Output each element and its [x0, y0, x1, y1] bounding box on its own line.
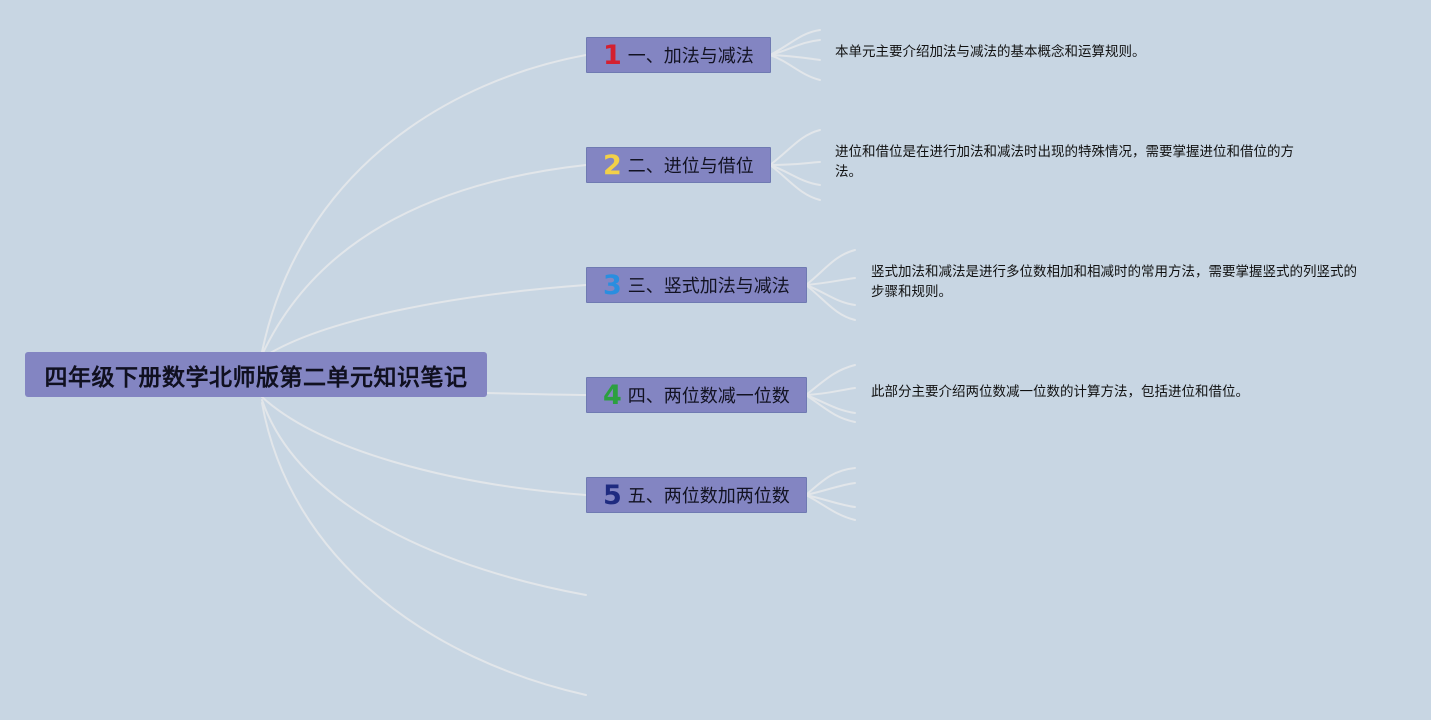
- fan-branch-4: [805, 364, 856, 423]
- number-badge-2: 2: [603, 149, 622, 181]
- number-badge-3: 3: [603, 269, 622, 301]
- fan-branch-1: [769, 29, 821, 81]
- description-2: 进位和借位是在进行加法和减法时出现的特殊情况，需要掌握进位和借位的方法。: [835, 144, 1294, 180]
- branch-label-3: 三、竖式加法与减法: [627, 276, 790, 297]
- branch-node-4[interactable]: 4 四、两位数减一位数: [586, 377, 807, 413]
- fan-branch-3: [805, 249, 856, 321]
- number-badge-1: 1: [603, 39, 622, 71]
- connector-root-empty-6: [261, 399, 587, 596]
- branch-node-1[interactable]: 1 一、加法与减法: [586, 37, 771, 73]
- number-badge-4: 4: [603, 379, 622, 411]
- connector-root-branch-5: [261, 396, 587, 496]
- branch-label-2: 二、进位与借位: [627, 156, 754, 177]
- branch-node-5[interactable]: 5 五、两位数加两位数: [586, 477, 807, 513]
- connector-root-branch-1: [261, 54, 587, 353]
- fan-branch-5: [805, 467, 856, 521]
- connector-root-empty-7: [261, 402, 587, 696]
- description-3: 竖式加法和减法是进行多位数相加和相减时的常用方法，需要掌握竖式的列竖式的步骤和规…: [871, 264, 1357, 300]
- branch-label-1: 一、加法与减法: [627, 46, 754, 67]
- description-4: 此部分主要介绍两位数减一位数的计算方法，包括进位和借位。: [871, 384, 1249, 400]
- branch-node-3[interactable]: 3 三、竖式加法与减法: [586, 267, 807, 303]
- description-1: 本单元主要介绍加法与减法的基本概念和运算规则。: [835, 44, 1146, 60]
- branch-node-2[interactable]: 2 二、进位与借位: [586, 147, 771, 183]
- number-badge-5: 5: [603, 479, 622, 511]
- branch-label-5: 五、两位数加两位数: [627, 486, 790, 507]
- root-title: 四年级下册数学北师版第二单元知识笔记: [44, 364, 468, 391]
- root-topic[interactable]: 四年级下册数学北师版第二单元知识笔记: [25, 352, 487, 397]
- connector-root-branch-2: [261, 164, 587, 356]
- connector-root-branch-4: [486, 392, 587, 396]
- fan-branch-2: [769, 129, 821, 201]
- branch-label-4: 四、两位数减一位数: [627, 386, 790, 407]
- connector-root-branch-3: [261, 284, 587, 359]
